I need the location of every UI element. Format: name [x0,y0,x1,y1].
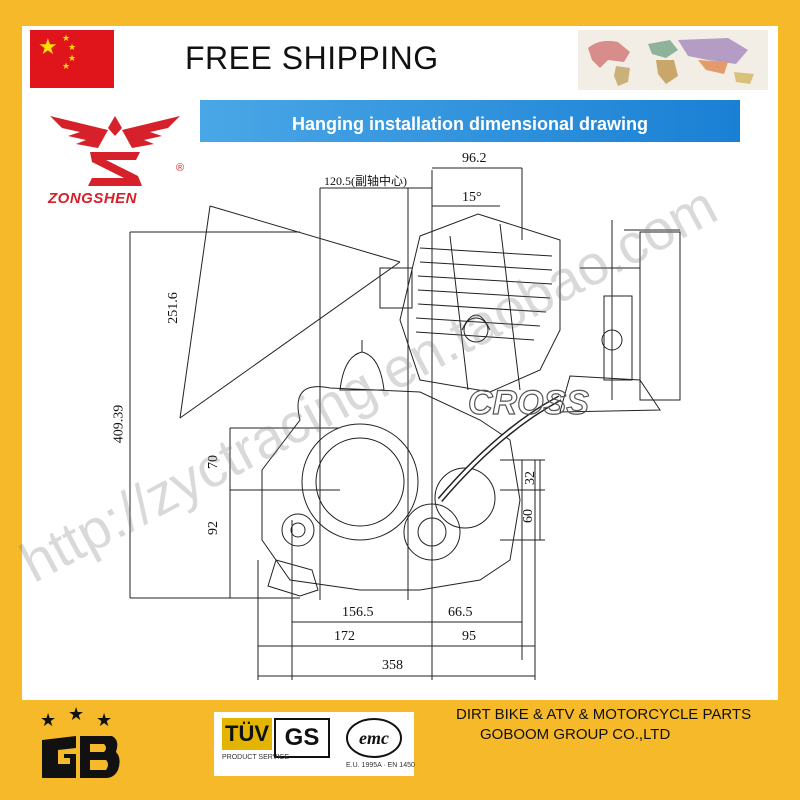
dim-251-6: 251.6 [165,292,181,324]
banner-title: Hanging installation dimensional drawing [292,114,649,134]
tuv-logo: TÜV [222,718,272,750]
dim-66-5: 66.5 [448,605,473,620]
dim-60: 60 [521,509,536,523]
free-shipping-title: FREE SHIPPING [185,40,439,76]
world-map-image [578,30,768,90]
svg-text:★: ★ [96,710,112,731]
company-tagline: DIRT BIKE & ATV & MOTORCYCLE PARTS [456,706,752,723]
dim-156-5: 156.5 [342,605,374,620]
china-flag: ★ ★ ★ ★ ★ [30,30,114,88]
gs-logo: GS [274,718,330,758]
company-name: GOBOOM GROUP CO.,LTD [480,726,671,743]
tuv-subtitle: PRODUCT SERVICE [222,754,290,761]
dim-358: 358 [382,658,403,673]
cross-overlay: CROSS [468,384,589,422]
svg-text:★: ★ [40,710,56,731]
flag-star-icon: ★ [62,61,71,71]
flag-star-icon: ★ [68,53,77,63]
registered-mark: ® [176,162,185,174]
banner-bar [200,100,740,142]
drawing-panel [22,92,778,700]
dim-120-5: 120.5(副轴中心) [324,174,407,188]
dim-92: 92 [206,521,221,535]
brand-name: ZONGSHEN [48,190,138,207]
emc-subtitle: E.U. 1995A · EN 1450 [346,762,415,769]
flag-star-icon: ★ [38,34,58,59]
flag-star-icon: ★ [62,33,71,43]
emc-text: emc [359,728,389,748]
svg-text:★: ★ [68,706,84,725]
emc-logo: emc [346,718,402,758]
goboom-logo: ★ ★ ★ [40,706,120,778]
dim-15-degree: 15° [462,190,482,205]
zongshen-logo [50,116,180,186]
dim-409-39: 409.39 [111,404,127,444]
dim-95: 95 [462,629,476,644]
dim-32: 32 [523,471,538,485]
dim-96-2: 96.2 [462,151,487,166]
dim-172: 172 [334,629,355,644]
flag-star-icon: ★ [68,42,77,52]
